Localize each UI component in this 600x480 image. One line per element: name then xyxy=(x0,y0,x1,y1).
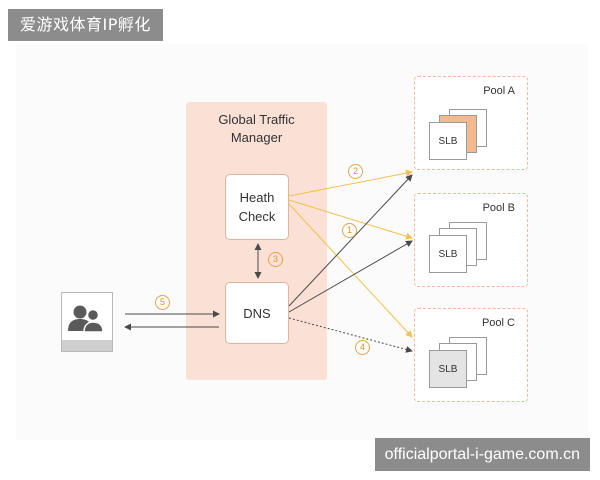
pool-c: Pool C SLB xyxy=(414,308,528,402)
pool-a-label: Pool A xyxy=(483,85,515,97)
health-to-pool-b-arrow xyxy=(288,199,413,240)
user-client xyxy=(61,292,113,352)
gtm-title: Global Traffic Manager xyxy=(218,112,295,145)
watermark-bottom-banner: officialportal-i-game.com.cn xyxy=(374,438,590,471)
pool-b-label: Pool B xyxy=(482,202,515,214)
watermark-top-banner: 爱游戏体育IP孵化 xyxy=(8,9,163,41)
pool-c-slb-front: SLB xyxy=(429,350,467,388)
pool-a: Pool A SLB xyxy=(414,76,528,170)
pool-a-slb-front: SLB xyxy=(429,122,467,160)
health-to-pool-c-arrow xyxy=(288,203,413,338)
pool-b: Pool B SLB xyxy=(414,193,528,287)
user-group-icon xyxy=(68,305,104,333)
step-4-badge: 4 xyxy=(355,340,370,355)
dns-to-pool-a-arrow xyxy=(288,174,413,307)
health-to-pool-a-arrow xyxy=(288,169,413,197)
dns-node: DNS xyxy=(225,282,289,344)
step-2-badge: 2 xyxy=(348,164,363,179)
dns-to-pool-b-arrow xyxy=(288,240,413,313)
pool-b-slb-front: SLB xyxy=(429,235,467,273)
step-1-badge: 1 xyxy=(342,223,357,238)
step-5-badge: 5 xyxy=(155,295,170,310)
health-check-node: Heath Check xyxy=(225,174,289,240)
step-3-badge: 3 xyxy=(268,252,283,267)
pool-c-label: Pool C xyxy=(481,317,515,329)
user-box-strip xyxy=(62,340,112,351)
dns-to-pool-c-dotted-arrow xyxy=(288,317,413,353)
